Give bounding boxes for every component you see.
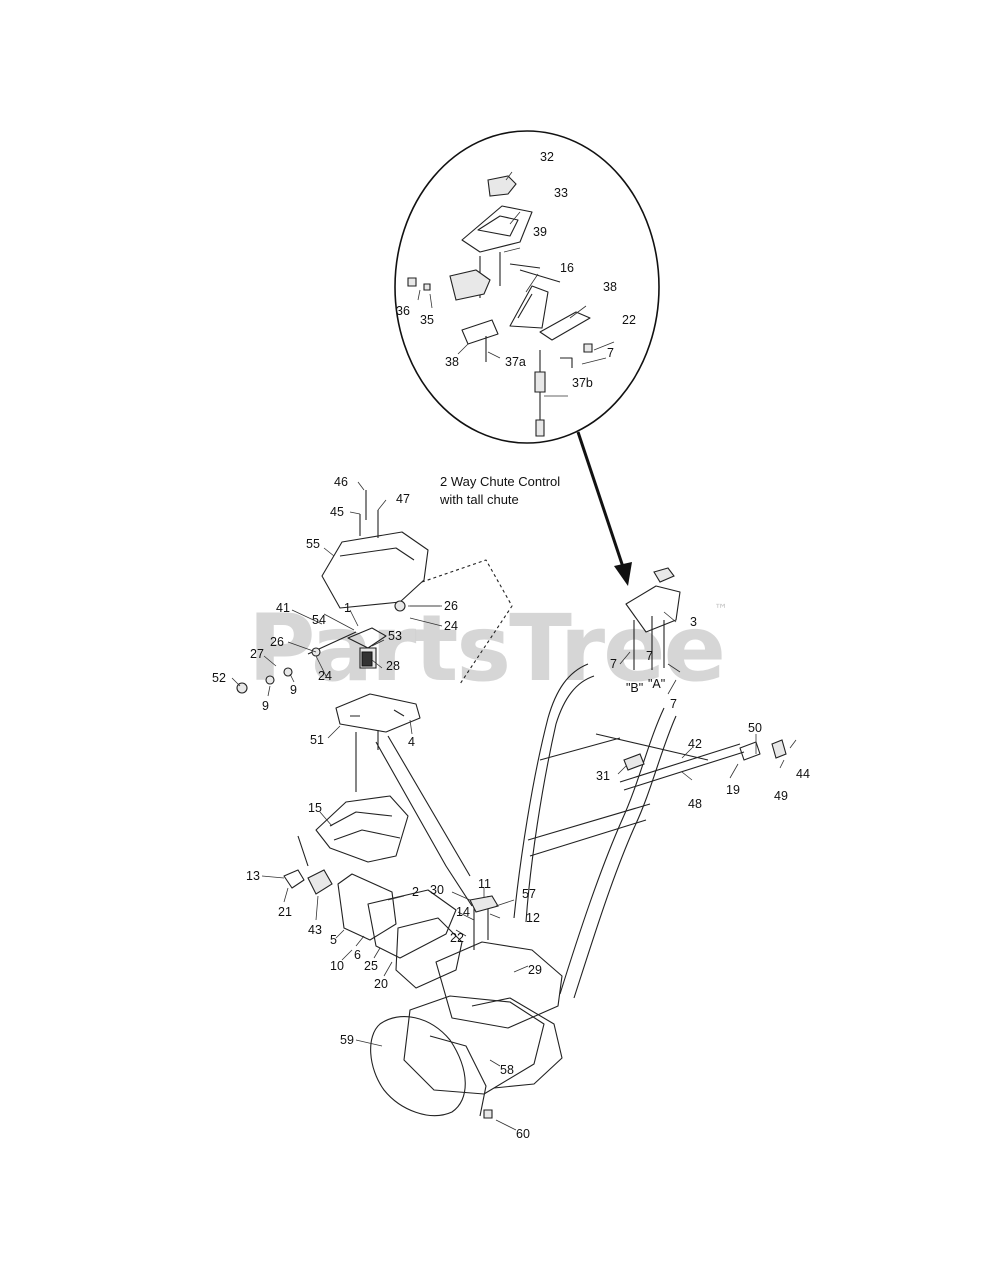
- callout-7b: 7: [646, 649, 653, 663]
- callout-12: 12: [526, 911, 540, 925]
- callout-46: 46: [334, 475, 348, 489]
- callout-49: 49: [774, 789, 788, 803]
- callout-41: 41: [276, 601, 290, 615]
- inset-detail: [394, 130, 660, 444]
- callout-39: 39: [533, 225, 547, 239]
- callout-58: 58: [500, 1063, 514, 1077]
- callout-B: "B": [626, 681, 643, 695]
- inset-caption-line1: 2 Way Chute Control: [440, 474, 560, 489]
- callout-55: 55: [306, 537, 320, 551]
- callout-50: 50: [748, 721, 762, 735]
- callout-25: 25: [364, 959, 378, 973]
- callout-27: 27: [250, 647, 264, 661]
- callout-14: 14: [456, 905, 470, 919]
- callout-52: 52: [212, 671, 226, 685]
- inset-arrow: [576, 431, 632, 586]
- callout-24a: 24: [444, 619, 458, 633]
- callout-7a: 7: [610, 657, 617, 671]
- callout-30: 30: [430, 883, 444, 897]
- inset-circle: [394, 130, 660, 444]
- callout-1: 1: [344, 601, 351, 615]
- callout-7: 7: [607, 346, 614, 360]
- callout-26b: 26: [270, 635, 284, 649]
- callout-29: 29: [528, 963, 542, 977]
- watermark-trademark: ™: [714, 602, 728, 618]
- callout-7c: 7: [670, 697, 677, 711]
- main-drawing: [231, 481, 797, 1131]
- callout-38: 38: [603, 280, 617, 294]
- callout-13: 13: [246, 869, 260, 883]
- callout-3: 3: [690, 615, 697, 629]
- callout-57: 57: [522, 887, 536, 901]
- callout-36: 36: [396, 304, 410, 318]
- callout-37a: 37a: [505, 355, 526, 369]
- callout-11: 11: [478, 877, 491, 891]
- callout-48: 48: [688, 797, 702, 811]
- callout-5: 5: [330, 933, 337, 947]
- callout-9a: 9: [262, 699, 269, 713]
- callout-45: 45: [330, 505, 344, 519]
- callout-59: 59: [340, 1033, 354, 1047]
- callout-2: 2: [412, 885, 419, 899]
- inset-caption-line2: with tall chute: [439, 492, 519, 507]
- callout-35: 35: [420, 313, 434, 327]
- callout-53: 53: [388, 629, 402, 643]
- callout-43: 43: [308, 923, 322, 937]
- callout-9b: 9: [290, 683, 297, 697]
- callout-15: 15: [308, 801, 322, 815]
- callout-22: 22: [622, 313, 636, 327]
- callout-54: 54: [312, 613, 326, 627]
- callout-16: 16: [560, 261, 574, 275]
- callout-19: 19: [726, 783, 740, 797]
- callout-47: 47: [396, 492, 410, 506]
- callout-10: 10: [330, 959, 344, 973]
- callout-42: 42: [688, 737, 702, 751]
- callout-60: 60: [516, 1127, 530, 1141]
- callout-20: 20: [374, 977, 388, 991]
- inset-labels: 32 33 39 16 38 36 35 22 38 37a 7 37b: [396, 150, 636, 390]
- callout-32: 32: [540, 150, 554, 164]
- callout-A: "A": [648, 677, 665, 691]
- callout-4: 4: [408, 735, 415, 749]
- callout-21: 21: [278, 905, 292, 919]
- callout-24b: 24: [318, 669, 332, 683]
- callout-37b: 37b: [572, 376, 593, 390]
- callout-26a: 26: [444, 599, 458, 613]
- callout-22: 22: [450, 931, 464, 945]
- callout-38b: 38: [445, 355, 459, 369]
- callout-44: 44: [796, 767, 810, 781]
- callout-33: 33: [554, 186, 568, 200]
- callout-51: 51: [310, 733, 324, 747]
- main-labels: 46 45 47 55 41 1 26 54 24 53 26 27 28 52…: [212, 475, 810, 1141]
- watermark: PartsTree: [248, 595, 724, 702]
- callout-28: 28: [386, 659, 400, 673]
- callout-6: 6: [354, 948, 361, 962]
- callout-31: 31: [596, 769, 610, 783]
